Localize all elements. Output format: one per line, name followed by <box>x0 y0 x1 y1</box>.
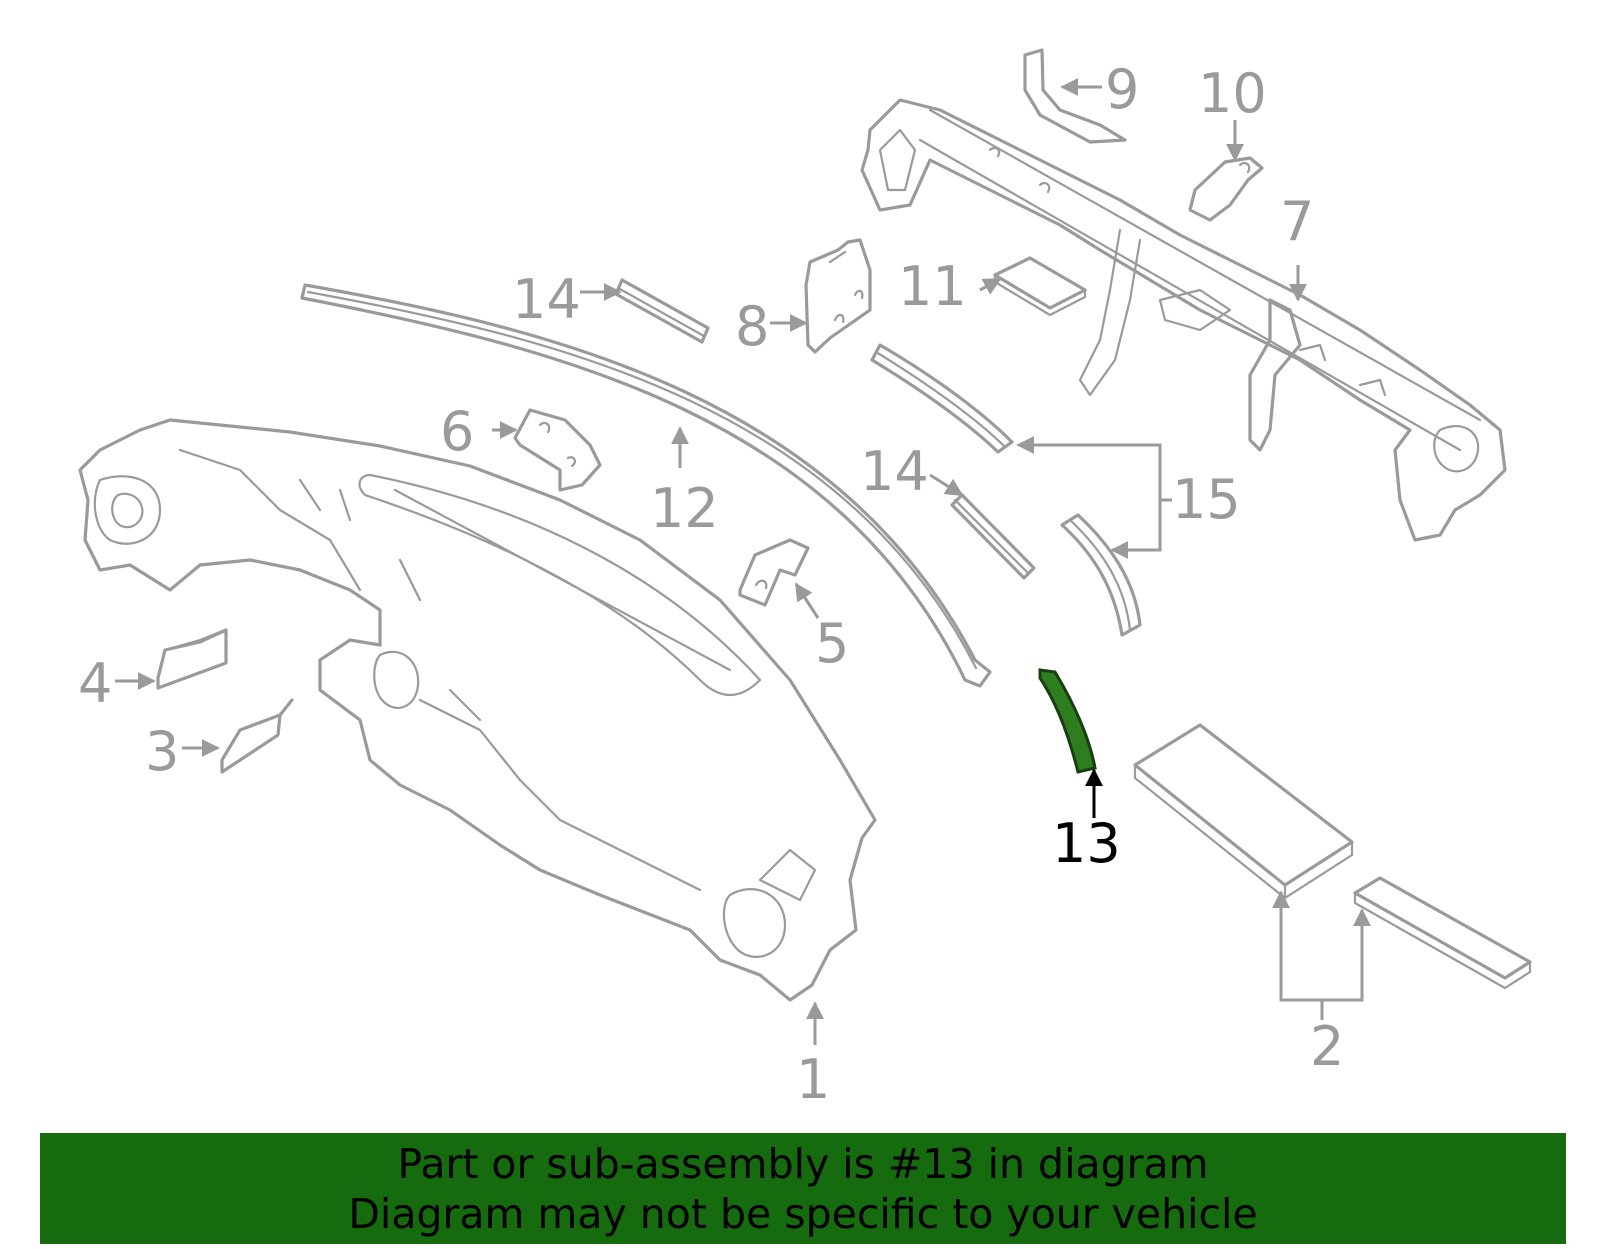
callout-9: 9 <box>1105 58 1139 121</box>
part-4-bracket <box>156 628 228 690</box>
part-3-bracket <box>220 698 294 774</box>
callout-11: 11 <box>898 255 967 318</box>
part-10-clip <box>1188 156 1264 222</box>
callout-7: 7 <box>1280 190 1314 253</box>
callout-labels: 1 2 3 4 5 6 7 8 9 10 11 12 13 14 14 15 <box>78 58 1344 1111</box>
callout-5: 5 <box>815 612 849 675</box>
part-15-seals <box>870 343 1142 637</box>
callout-10: 10 <box>1198 62 1267 125</box>
part-2-pads <box>1133 723 1532 990</box>
callout-12: 12 <box>650 477 719 540</box>
part-7-bracket <box>1248 298 1302 452</box>
banner-line-1: Part or sub-assembly is #13 in diagram <box>397 1139 1209 1188</box>
part-14-middle-strip <box>950 493 1036 580</box>
leader-lines <box>115 78 1371 1045</box>
callout-2: 2 <box>1310 1015 1344 1078</box>
cross-car-beam <box>860 98 1507 542</box>
part-11-pad <box>993 256 1087 317</box>
callout-3: 3 <box>145 720 179 783</box>
part-13-highlighted-seal[interactable] <box>1038 668 1097 774</box>
banner-line-2: Diagram may not be specific to your vehi… <box>348 1189 1258 1238</box>
part-1-dashboard-panel <box>78 418 877 1002</box>
part-12-upper-seal <box>300 283 992 688</box>
callout-14-middle: 14 <box>860 440 929 503</box>
callout-8: 8 <box>735 295 769 358</box>
part-14-upper-strip <box>614 278 710 344</box>
callout-15: 15 <box>1172 468 1241 531</box>
part-6-bracket <box>513 408 602 492</box>
callout-14-upper: 14 <box>512 268 581 331</box>
info-banner: Part or sub-assembly is #13 in diagram D… <box>40 1133 1566 1244</box>
part-8-bracket <box>804 238 872 354</box>
callout-4: 4 <box>78 652 112 715</box>
part-9-bracket <box>1023 48 1127 144</box>
part-5-bracket <box>738 538 810 607</box>
callout-6: 6 <box>440 400 474 463</box>
callout-1: 1 <box>796 1048 830 1111</box>
callout-13: 13 <box>1052 812 1121 875</box>
